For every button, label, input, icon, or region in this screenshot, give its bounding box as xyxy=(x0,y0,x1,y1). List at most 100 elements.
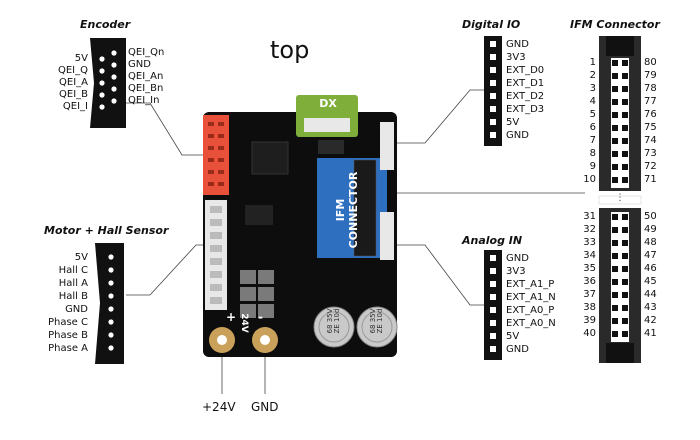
ifm-silk-label: IFM CONNECTOR xyxy=(334,160,360,260)
ifm-pin-number: 78 xyxy=(644,83,657,94)
digital-io-labels: GND 3V3 EXT_D0 EXT_D1 EXT_D2 EXT_D3 5V G… xyxy=(506,38,544,142)
ifm-pin-number: 76 xyxy=(644,109,657,120)
ifm-pin-number: 2 xyxy=(589,70,596,81)
digital-io-leader-line xyxy=(392,89,484,144)
ifm-pin-number: 71 xyxy=(644,174,657,185)
ifm-pin-number: 36 xyxy=(583,276,596,287)
encoder-right-label: QEI_In xyxy=(128,95,160,106)
encoder-title: Encoder xyxy=(80,18,131,31)
ifm-pin-number: 37 xyxy=(583,289,596,300)
encoder-left-labels: 5V QEI_Q QEI_A QEI_B QEI_I xyxy=(28,53,88,113)
encoder-left-label: QEI_B xyxy=(59,89,88,100)
capacitor-1-text: 68 35V ZE 10d xyxy=(326,305,341,337)
ifm-pin-number: 31 xyxy=(583,211,596,222)
motor-hall-label: Phase B xyxy=(48,330,88,341)
ifm-pin-number: 34 xyxy=(583,250,596,261)
analog-in-title: Analog IN xyxy=(462,234,523,247)
encoder-connector xyxy=(90,38,126,128)
ifm-pin-number: 43 xyxy=(644,302,657,313)
circuit-board xyxy=(203,95,398,357)
analog-in-label: GND xyxy=(506,344,529,355)
digital-io-label: EXT_D1 xyxy=(506,78,545,89)
ifm-silk-line-1: IFM xyxy=(334,198,347,222)
analog-in-label: EXT_A0_P xyxy=(506,305,555,316)
ifm-title: IFM Connector xyxy=(570,18,660,31)
digital-io-header xyxy=(484,36,502,146)
ifm-pin-number: 77 xyxy=(644,96,657,107)
analog-in-label: EXT_A1_P xyxy=(506,279,555,290)
motor-hall-label: Phase C xyxy=(47,317,88,328)
encoder-left-label: QEI_A xyxy=(59,77,88,88)
board-inductor xyxy=(240,270,256,284)
encoder-left-label: QEI_I xyxy=(62,101,88,112)
ifm-pin-number: 32 xyxy=(583,224,596,235)
encoder-right-label: QEI_Bn xyxy=(128,83,164,94)
silk-plus: + xyxy=(226,310,237,324)
ifm-pin-number: 35 xyxy=(583,263,596,274)
ifm-pin-number: 40 xyxy=(583,328,596,339)
board-motor-connector xyxy=(205,200,227,310)
motor-hall-label: Hall B xyxy=(58,291,88,302)
encoder-left-label: QEI_Q xyxy=(57,65,88,76)
ifm-pin-number: 79 xyxy=(644,70,657,81)
board-inductor xyxy=(258,304,274,318)
ifm-silk-line-2: CONNECTOR xyxy=(347,171,360,249)
analog-in-leader-line xyxy=(392,244,484,306)
digital-io-label: 3V3 xyxy=(506,52,526,63)
encoder-left-label: 5V xyxy=(74,53,88,64)
cap2-line-3: ZE xyxy=(376,324,384,334)
board-inductor xyxy=(240,287,256,301)
ifm-right-top-numbers: 80 79 78 77 76 75 74 73 72 71 xyxy=(644,56,657,186)
encoder-right-label: QEI_Qn xyxy=(128,47,165,58)
motor-hall-label: Phase A xyxy=(48,343,88,354)
ifm-pin-number: 39 xyxy=(583,315,596,326)
ifm-connector-strip: ⋮ xyxy=(598,36,642,363)
ifm-pin-number: 80 xyxy=(644,57,657,68)
board-digital-io-connector xyxy=(380,122,394,170)
motor-hall-label: Hall C xyxy=(58,265,88,276)
ifm-pin-number: 9 xyxy=(589,161,596,172)
ifm-pin-number: 41 xyxy=(644,328,657,339)
ifm-pin-number: 4 xyxy=(589,96,596,107)
motor-hall-connector xyxy=(95,243,124,364)
svg-text:⋮: ⋮ xyxy=(616,193,625,203)
silk-24v: 24V xyxy=(238,313,249,333)
board-inductor xyxy=(240,304,256,318)
digital-io-label: EXT_D3 xyxy=(506,104,545,115)
cap2-line-4: 10d xyxy=(376,308,384,322)
analog-in-labels: GND 3V3 EXT_A1_P EXT_A1_N EXT_A0_P EXT_A… xyxy=(506,252,556,356)
motor-hall-title: Motor + Hall Sensor xyxy=(44,224,169,237)
ifm-pin-number: 42 xyxy=(644,315,657,326)
ifm-pin-number: 50 xyxy=(644,211,657,222)
ifm-pin-number: 7 xyxy=(589,135,596,146)
silk-minus: - xyxy=(258,310,263,324)
analog-in-label: 5V xyxy=(506,331,520,342)
board-analog-in-connector xyxy=(380,212,394,260)
analog-in-label: 3V3 xyxy=(506,266,526,277)
power-gnd-label: GND xyxy=(251,400,279,414)
ifm-pin-number: 1 xyxy=(589,57,596,68)
motor-hall-label: Hall A xyxy=(58,278,88,289)
cap1-line-3: ZE xyxy=(333,324,341,334)
encoder-right-label: QEI_An xyxy=(128,71,164,82)
page-title: top xyxy=(270,36,310,64)
analog-in-label: GND xyxy=(506,253,529,264)
board-power-terminal-plus xyxy=(209,327,235,353)
ifm-pin-number: 72 xyxy=(644,161,657,172)
digital-io-label: GND xyxy=(506,130,529,141)
ifm-pin-number: 33 xyxy=(583,237,596,248)
encoder-right-labels: QEI_Qn GND QEI_An QEI_Bn QEI_In xyxy=(128,47,164,107)
board-inductor xyxy=(258,287,274,301)
ifm-pin-number: 75 xyxy=(644,122,657,133)
ifm-right-bottom-numbers: 50 49 48 47 46 45 44 43 42 41 xyxy=(644,210,657,340)
ifm-pin-number: 38 xyxy=(583,302,596,313)
ifm-pin-number: 73 xyxy=(644,148,657,159)
analog-in-header xyxy=(484,250,502,360)
power-plus-label: +24V xyxy=(202,400,236,414)
motor-leader-line xyxy=(126,244,212,296)
digital-io-label: EXT_D2 xyxy=(506,91,545,102)
board-power-terminal-gnd xyxy=(252,327,278,353)
encoder-right-label: GND xyxy=(128,59,151,70)
board-chip xyxy=(251,141,289,175)
